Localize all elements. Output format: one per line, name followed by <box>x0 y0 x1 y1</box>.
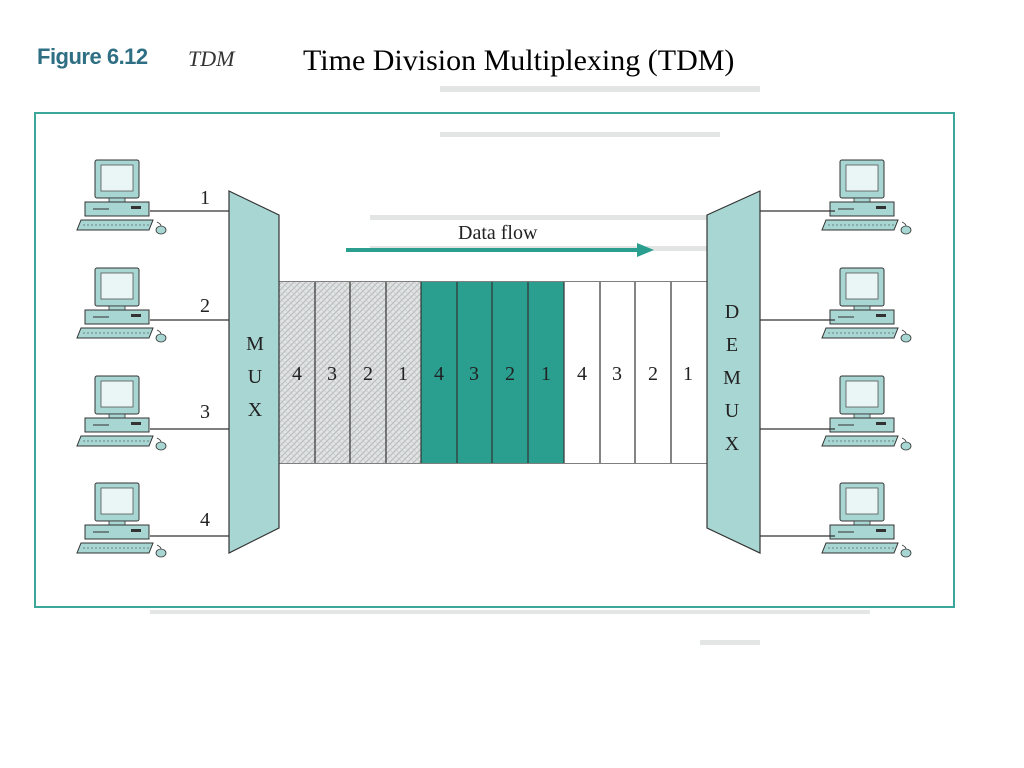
demux-letter: M <box>723 367 741 389</box>
tdm-frames <box>279 282 707 463</box>
demux-letter: U <box>725 400 740 422</box>
diagram-frame <box>34 112 955 608</box>
demux-letter: E <box>726 334 738 356</box>
demux-letter: D <box>725 301 739 323</box>
computer-icon <box>76 159 167 235</box>
slot-number: 2 <box>505 363 515 385</box>
mux-block: M U X <box>228 190 280 554</box>
demux-letter: X <box>725 433 740 455</box>
input-lines <box>150 210 229 537</box>
computer-icon <box>821 482 912 558</box>
slot-number: 4 <box>292 363 302 385</box>
mux-letter: M <box>246 333 264 355</box>
demux-block: D E M U X <box>706 190 761 554</box>
input-number: 1 <box>200 187 210 209</box>
slot-number: 1 <box>683 363 693 385</box>
input-number: 2 <box>200 295 210 317</box>
computer-icon <box>821 375 912 451</box>
slot-number: 3 <box>469 363 479 385</box>
computer-icon <box>76 375 167 451</box>
slot-number: 3 <box>612 363 622 385</box>
mux-letter: X <box>248 399 263 421</box>
slot-number: 2 <box>363 363 373 385</box>
figure-abbrev: TDM <box>188 46 235 71</box>
slot-number: 2 <box>648 363 658 385</box>
slot-number: 4 <box>577 363 587 385</box>
input-number: 4 <box>200 509 210 531</box>
slot-number: 1 <box>541 363 551 385</box>
receiver-computers <box>821 159 912 558</box>
figure-label: Figure 6.12 <box>37 44 148 69</box>
computer-icon <box>821 267 912 343</box>
sender-computers <box>76 159 167 558</box>
data-flow-arrow-icon <box>346 243 654 257</box>
computer-icon <box>821 159 912 235</box>
computer-icon <box>76 482 167 558</box>
computer-icon <box>76 267 167 343</box>
mux-letter: U <box>248 366 263 388</box>
slot-number: 3 <box>327 363 337 385</box>
data-flow-label: Data flow <box>458 222 538 244</box>
slot-number: 4 <box>434 363 444 385</box>
output-lines <box>760 210 835 537</box>
input-number: 3 <box>200 401 210 423</box>
slot-number: 1 <box>398 363 408 385</box>
slide-title: Time Division Multiplexing (TDM) <box>303 44 735 77</box>
